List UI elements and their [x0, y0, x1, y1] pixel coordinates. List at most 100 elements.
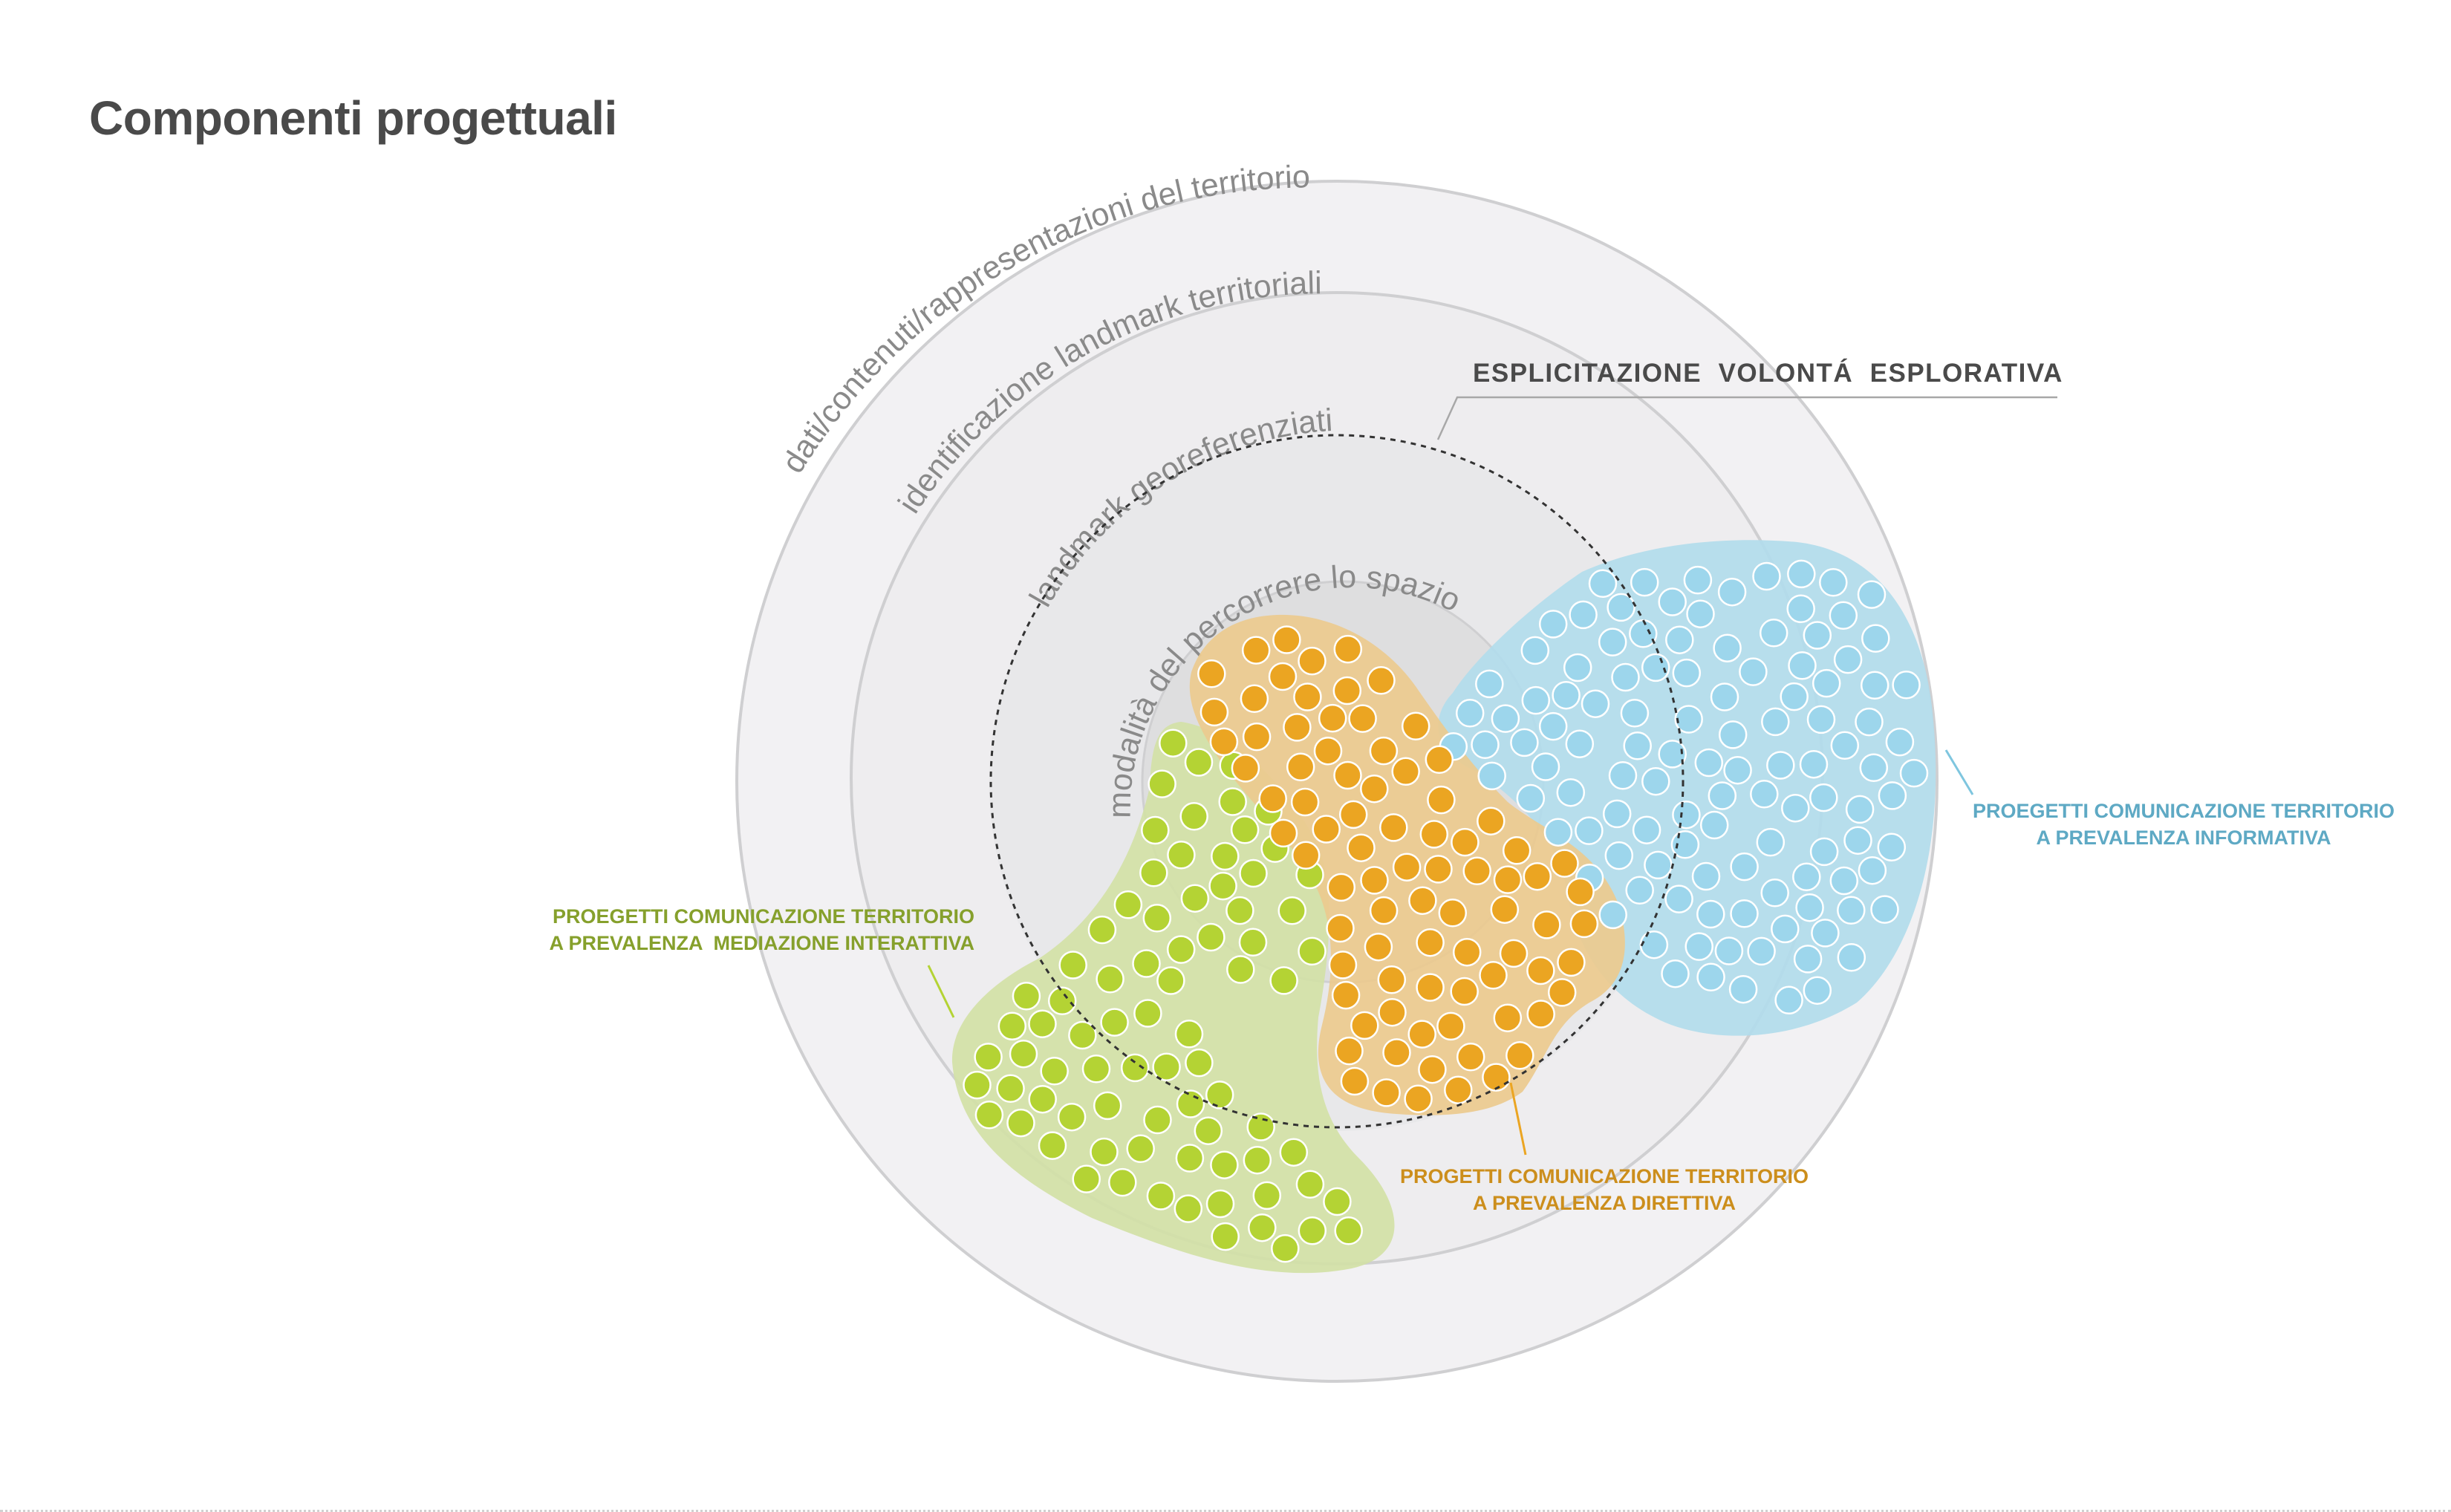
blue-dot [1806, 705, 1836, 734]
green-dot [1298, 1216, 1327, 1245]
blue-dot [1870, 895, 1899, 924]
green-dot [1211, 841, 1240, 871]
blue-dot [1859, 753, 1889, 783]
blue-dot [1892, 671, 1921, 700]
orange-dot [1493, 1003, 1523, 1032]
blue-dot [1793, 945, 1823, 974]
green-dot [1142, 904, 1172, 933]
orange-dot [1550, 849, 1579, 878]
orange-dot [1462, 856, 1491, 886]
blue-dot [1739, 657, 1768, 686]
orange-dot [1286, 752, 1315, 782]
orange-dot [1242, 722, 1272, 752]
blue-dot [1598, 628, 1627, 656]
blue-label-line2: A PREVALENZA INFORMATIVA [2037, 827, 2331, 849]
blue-dot [1531, 752, 1560, 781]
orange-dot [1451, 827, 1480, 857]
orange-dot [1200, 697, 1229, 727]
blue-dot [1714, 936, 1744, 965]
orange-dot [1318, 703, 1347, 733]
orange-dot [1408, 886, 1437, 915]
blue-dot [1730, 899, 1759, 928]
green-dot [1295, 1170, 1325, 1199]
blue-dot [1829, 866, 1859, 896]
green-dot [1126, 1134, 1155, 1164]
orange-label-line2: A PREVALENZA DIRETTIVA [1473, 1192, 1736, 1214]
orange-dot [1360, 774, 1389, 804]
blue-dot [1830, 731, 1860, 760]
green-label-line1: PROEGETTI COMUNICAZIONE TERRITORIO [553, 905, 974, 928]
orange-dot [1532, 910, 1561, 939]
blue-dot [1674, 705, 1703, 734]
orange-dot [1436, 1011, 1465, 1041]
green-label-line2: A PREVALENZA MEDIAZIONE INTERATTIVA [550, 932, 975, 954]
green-dot [1184, 748, 1214, 777]
orange-dot [1332, 676, 1362, 706]
green-dot [1081, 1055, 1111, 1084]
green-dot [1175, 1144, 1205, 1173]
blue-dot [1658, 740, 1687, 769]
orange-dot [1547, 978, 1577, 1007]
green-dot [1156, 966, 1185, 995]
blue-dot [1569, 600, 1598, 630]
green-dot [997, 1011, 1027, 1041]
blue-dot [1858, 856, 1887, 885]
blue-dot [1516, 783, 1546, 813]
orange-dot [1444, 1075, 1473, 1104]
green-dot [1298, 936, 1327, 966]
orange-dot [1424, 855, 1453, 884]
blue-dot [1774, 985, 1803, 1015]
orange-dot [1291, 841, 1321, 870]
explorative-label: ESPLICITAZIONE VOLONTÁ ESPLORATIVA [1473, 358, 2063, 388]
blue-dot [1672, 658, 1702, 688]
orange-label-line1: PROGETTI COMUNICAZIONE TERRITORIO [1400, 1165, 1809, 1187]
blue-dot [1475, 669, 1504, 699]
orange-dot [1241, 636, 1271, 665]
blue-dot [1819, 568, 1848, 597]
blue-dot [1699, 810, 1729, 840]
blue-dot [1686, 599, 1715, 628]
blue-dot [1803, 976, 1832, 1005]
blue-dot [1644, 850, 1673, 880]
blue-dot [1581, 689, 1610, 718]
green-dot [1120, 1053, 1150, 1083]
orange-dot [1452, 937, 1482, 967]
blue-dot [1683, 565, 1713, 595]
blue-dot [1809, 837, 1839, 867]
orange-dot [1312, 815, 1341, 844]
orange-dot [1477, 806, 1506, 835]
blue-dot [1521, 685, 1551, 715]
blue-dot [1694, 748, 1724, 778]
blue-dot [1877, 832, 1907, 862]
blue-dot [1781, 793, 1810, 823]
blue-dot [1455, 699, 1485, 728]
green-dot [1146, 1182, 1176, 1210]
orange-dot [1340, 1066, 1370, 1096]
orange-dot [1258, 784, 1287, 813]
orange-dot [1499, 939, 1529, 968]
green-dot [1028, 1009, 1057, 1038]
blue-dot-group [1439, 559, 1929, 1015]
page-title: Componenti progettuali [89, 91, 617, 145]
blue-dot [1520, 636, 1550, 665]
blue-dot [1899, 758, 1929, 788]
blue-dot [1598, 900, 1627, 930]
blue-dot [1795, 893, 1824, 922]
blue-dot [1611, 662, 1640, 692]
green-dot [1271, 1234, 1300, 1263]
blue-dot [1685, 932, 1713, 961]
orange-dot [1313, 736, 1343, 766]
blue-dot [1608, 761, 1638, 790]
blue-dot [1620, 699, 1650, 728]
orange-dot [1335, 1036, 1364, 1066]
blue-dot [1792, 862, 1821, 892]
green-dot [974, 1043, 1003, 1072]
green-dot [1230, 815, 1260, 844]
green-dot [1139, 858, 1168, 887]
orange-dot [1283, 713, 1312, 742]
blue-dot [1477, 761, 1506, 791]
green-dot [1180, 884, 1210, 913]
orange-dot [1526, 956, 1555, 985]
page-bottom-rule [0, 1510, 2451, 1512]
green-dot [1090, 1137, 1119, 1167]
